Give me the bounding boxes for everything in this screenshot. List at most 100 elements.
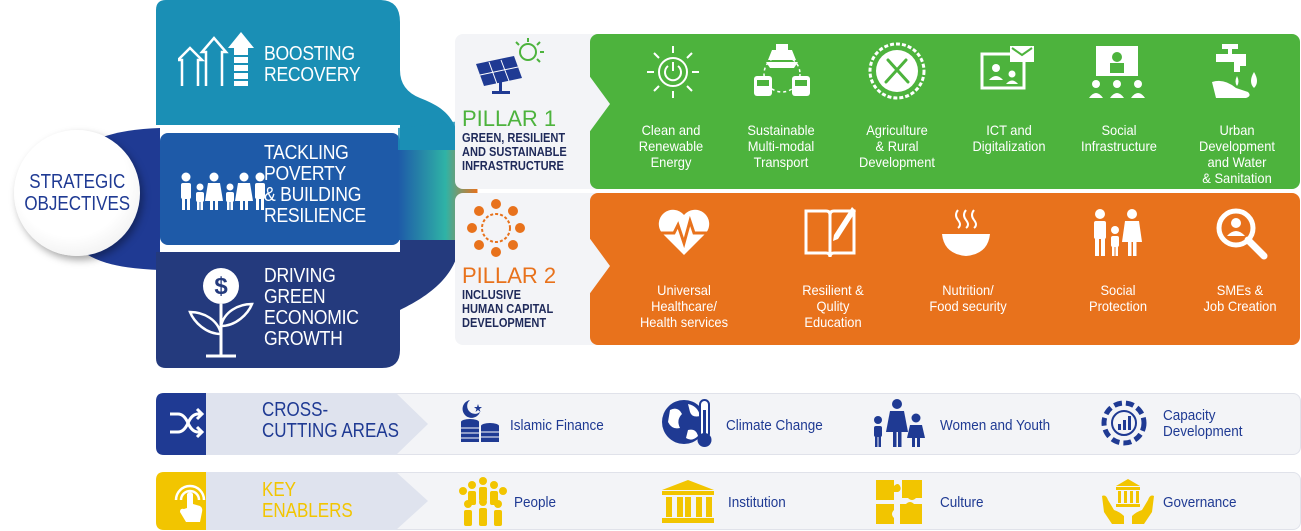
item-social-infra-line2: Infrastructure (1081, 138, 1157, 154)
family-icon (1094, 209, 1142, 256)
item-social-protection-line1: Social (1100, 282, 1136, 298)
pillar-2-item-nutrition: Nutrition/ Food security (920, 282, 1016, 314)
objective-1-line2: RECOVERY (264, 64, 361, 86)
pillar-2-sub-line3: DEVELOPMENT (462, 315, 547, 330)
item-education-line3: Education (804, 314, 862, 330)
cross-cutting-women-youth: Women and Youth (940, 417, 1051, 434)
pillar-2-band (590, 193, 1300, 345)
classroom-icon (1089, 46, 1145, 98)
power-sun-icon (647, 46, 699, 98)
pillar-2-item-smes: SMEs & Job Creation (1192, 282, 1288, 314)
item-smes-line1: SMEs & (1216, 282, 1264, 298)
objective-3-line2: GREEN (264, 286, 326, 308)
item-education-line2: Qulity (816, 298, 850, 314)
objective-driving-green-growth: $ DRIVING GREEN ECONOMIC GROWTH (160, 252, 400, 368)
search-person-icon (1216, 208, 1268, 260)
item-energy-line2: Renewable (638, 138, 704, 154)
objective-3-line4: GROWTH (264, 328, 343, 350)
growth-arrows-icon (178, 32, 254, 86)
cross-cutting-islamic-finance: Islamic Finance (510, 417, 604, 434)
capacity-chart-icon (1101, 400, 1147, 446)
pillar-1-item-transport: Sustainable Multi-modal Transport (734, 122, 828, 170)
item-agriculture-line1: Agriculture (866, 122, 928, 138)
item-health-line2: Healthcare/ (651, 298, 717, 314)
cross-cutting-capacity-development: Capacity Development (1163, 408, 1243, 440)
pillar-1-band (590, 34, 1300, 189)
pillar-2-title: PILLAR 2 (462, 263, 557, 288)
heart-pulse-icon (658, 209, 710, 255)
strategic-label-line1: STRATEGIC (28, 171, 125, 193)
money-plant-icon: $ (188, 268, 254, 358)
cross-cutting-header-bg (156, 393, 428, 455)
family-icon (181, 172, 265, 210)
water-tap-icon (1212, 44, 1257, 98)
item-social-infra-line1: Social (1101, 122, 1137, 138)
item-agriculture-line3: Development (859, 154, 935, 170)
strategic-label-line2: OBJECTIVES (24, 193, 130, 215)
governance-hands-icon (1102, 479, 1154, 524)
solar-panel-icon (476, 38, 544, 94)
item-energy-line1: Clean and (641, 122, 701, 138)
globe-thermometer-icon (662, 399, 712, 447)
pillar-1-item-social-infrastructure: Social Infrastructure (1072, 122, 1166, 154)
pillar-1-item-energy: Clean and Renewable Energy (624, 122, 718, 170)
pillar-1-item-ict: ICT and Digitalization (962, 122, 1056, 154)
capacity-line2: Development (1163, 423, 1243, 440)
key-enablers-title-line2: ENABLERS (262, 500, 353, 522)
pillar-1-item-agriculture: Agriculture & Rural Development (850, 122, 944, 170)
item-agriculture-line2: & Rural (875, 138, 919, 154)
women-youth-icon (874, 399, 925, 447)
objective-tackling-poverty: TACKLING POVERTY & BUILDING RESILIENCE (160, 133, 400, 245)
objective-2-line1: TACKLING (264, 142, 349, 164)
item-transport-line2: Multi-modal (747, 138, 815, 154)
book-pen-icon (804, 207, 856, 258)
capacity-line1: Capacity (1163, 407, 1216, 424)
item-health-line1: Universal (657, 282, 711, 298)
objective-2-line2: POVERTY (264, 163, 346, 185)
pillar-1-sub-line2: AND SUSTAINABLE (462, 144, 567, 159)
transport-icon (754, 44, 810, 96)
key-enabler-people: People (514, 494, 557, 511)
item-ict-line1: ICT and (986, 122, 1032, 138)
objective-1-line1: BOOSTING (264, 43, 355, 65)
cross-cutting-climate-change: Climate Change (726, 417, 823, 434)
pillar-2-item-social-protection: Social Protection (1070, 282, 1166, 314)
pillar-2-item-education: Resilient & Qulity Education (784, 282, 882, 330)
pillar-1-title: PILLAR 1 (462, 106, 557, 131)
fork-knife-gear-icon (868, 42, 926, 100)
svg-text:$: $ (214, 273, 228, 300)
people-group-icon (459, 477, 507, 526)
item-nutrition-line2: Food security (929, 298, 1007, 314)
key-enablers-title-line1: KEY (262, 479, 297, 501)
item-health-line3: Health services (639, 314, 729, 330)
item-social-protection-line2: Protection (1088, 298, 1147, 314)
food-bowl-icon (942, 209, 990, 256)
item-ict-line2: Digitalization (972, 138, 1046, 154)
shuffle-icon (170, 407, 204, 439)
key-enabler-governance: Governance (1163, 494, 1237, 511)
item-nutrition-line1: Nutrition/ (942, 282, 994, 298)
key-enabler-institution: Institution (728, 494, 786, 511)
cross-cutting-title-line2: CUTTING AREAS (262, 420, 399, 442)
objective-3-line3: ECONOMIC (264, 307, 359, 329)
item-education-line1: Resilient & (802, 282, 864, 298)
people-circle-icon (467, 199, 525, 257)
objective-2-line3: & BUILDING (264, 184, 362, 206)
key-enabler-culture: Culture (940, 494, 984, 511)
item-smes-line2: Job Creation (1203, 298, 1277, 314)
item-urban-line2: and Water (1207, 154, 1267, 170)
pillar-2-panel (455, 193, 605, 345)
pillar-1-sub-line3: INFRASTRUCTURE (462, 158, 564, 173)
crescent-coins-icon (461, 400, 499, 442)
video-call-icon (980, 46, 1034, 90)
objective-2-line4: RESILIENCE (264, 205, 367, 227)
item-urban-line1: Urban Development (1199, 122, 1275, 154)
objective-boosting-recovery: BOOSTING RECOVERY (160, 30, 400, 100)
objective-3-line1: DRIVING (264, 265, 336, 287)
touch-signal-icon (174, 484, 206, 522)
item-transport-line3: Transport (753, 154, 809, 170)
cross-cutting-title-line1: CROSS- (262, 399, 329, 421)
item-urban-line3: & Sanitation (1202, 170, 1272, 186)
pillar-2-chevron (588, 236, 610, 296)
